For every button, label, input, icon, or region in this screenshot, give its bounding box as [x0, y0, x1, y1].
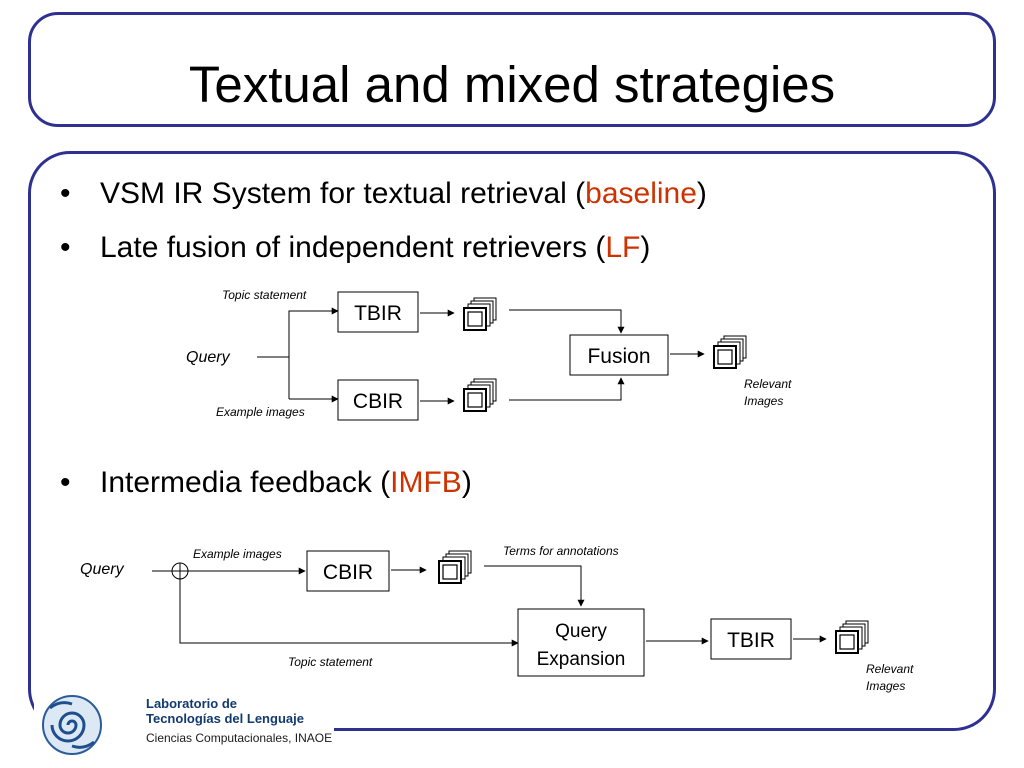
lab-name-line1: Laboratorio de — [146, 696, 238, 711]
bullet-text: ) — [696, 177, 707, 210]
bullet-late-fusion: • Late fusion of independent retrievers (… — [60, 230, 650, 266]
lf-fusion-label: Fusion — [587, 345, 650, 368]
lf-arrow-cbir-to-fusion — [509, 377, 625, 401]
lf-relevant-images-icon — [713, 335, 747, 369]
sum-junction-icon — [171, 562, 189, 580]
bullet-baseline: • VSM IR System for textual retrieval (ba… — [60, 176, 707, 212]
bullet-text: ) — [461, 466, 472, 499]
lf-diagram: Topic statement Query Example images TBI… — [186, 288, 792, 421]
bullet-text: VSM IR System for textual retrieval ( — [100, 177, 586, 210]
lf-cbir-box — [337, 379, 419, 421]
imfb-images-label: Images — [866, 679, 905, 693]
slide-title: Textual and mixed strategies — [188, 56, 836, 113]
lf-cbir-label: CBIR — [353, 390, 403, 413]
lf-tbir-box — [337, 291, 419, 333]
imfb-topic-statement-label: Topic statement — [288, 655, 373, 669]
imfb-tbir-box — [710, 618, 792, 660]
imfb-relevant-label: Relevant — [866, 662, 914, 676]
lf-example-images-label: Example images — [216, 405, 305, 419]
lf-images-label: Images — [744, 394, 783, 408]
imfb-expansion-label-2: Expansion — [537, 649, 626, 670]
imfb-relevant-images-icon — [835, 620, 869, 654]
lf-arrow-to-tbir — [288, 307, 339, 399]
lf-query-label: Query — [186, 349, 231, 366]
content-panel — [28, 151, 996, 731]
logo-text: Laboratorio de Tecnologías del Lenguaje … — [146, 696, 332, 747]
lf-tbir-label: TBIR — [354, 302, 402, 325]
lf-topic-statement-label: Topic statement — [222, 288, 307, 302]
imfb-arrow-to-expansion — [484, 565, 585, 607]
bullet-highlight: IMFB — [390, 466, 462, 499]
bullet-text: ) — [640, 231, 651, 264]
footer-logo: Laboratorio de Tecnologías del Lenguaje … — [34, 690, 334, 760]
bullet-text: Intermedia feedback ( — [100, 466, 391, 499]
lf-relevant-label: Relevant — [744, 377, 792, 391]
bullet-symbol: • — [60, 177, 71, 210]
imfb-terms-label: Terms for annotations — [503, 544, 619, 558]
institution-name: Ciencias Computacionales, INAOE — [146, 731, 333, 745]
bullet-intermedia-feedback: • Intermedia feedback (IMFB) — [60, 465, 472, 501]
lf-fusion-box — [569, 334, 669, 376]
title-panel: Textual and mixed strategies — [28, 12, 996, 127]
imfb-cbir-results-icon — [438, 550, 472, 584]
imfb-expansion-box — [517, 608, 645, 677]
imfb-example-images-label: Example images — [193, 547, 282, 561]
bullet-text: Late fusion of independent retrievers ( — [100, 231, 606, 264]
imfb-tbir-label: TBIR — [727, 629, 775, 652]
bullet-symbol: • — [60, 466, 71, 499]
lf-tbir-results-icon — [463, 297, 497, 331]
spiral-logo-icon — [42, 695, 102, 755]
imfb-cbir-label: CBIR — [323, 561, 373, 584]
imfb-arrow-topic-to-expansion — [179, 579, 519, 647]
imfb-expansion-label-1: Query — [555, 621, 607, 642]
imfb-diagram: Query Example images Terms for annotatio… — [80, 544, 914, 693]
bullet-highlight: baseline — [585, 177, 697, 210]
lf-cbir-results-icon — [463, 378, 497, 412]
lab-name-line2: Tecnologías del Lenguaje — [146, 711, 304, 726]
bullet-highlight: LF — [605, 231, 641, 264]
bullet-symbol: • — [60, 231, 71, 264]
imfb-query-label: Query — [80, 561, 125, 578]
lf-arrow-tbir-to-fusion — [509, 309, 625, 334]
imfb-cbir-box — [306, 550, 390, 592]
